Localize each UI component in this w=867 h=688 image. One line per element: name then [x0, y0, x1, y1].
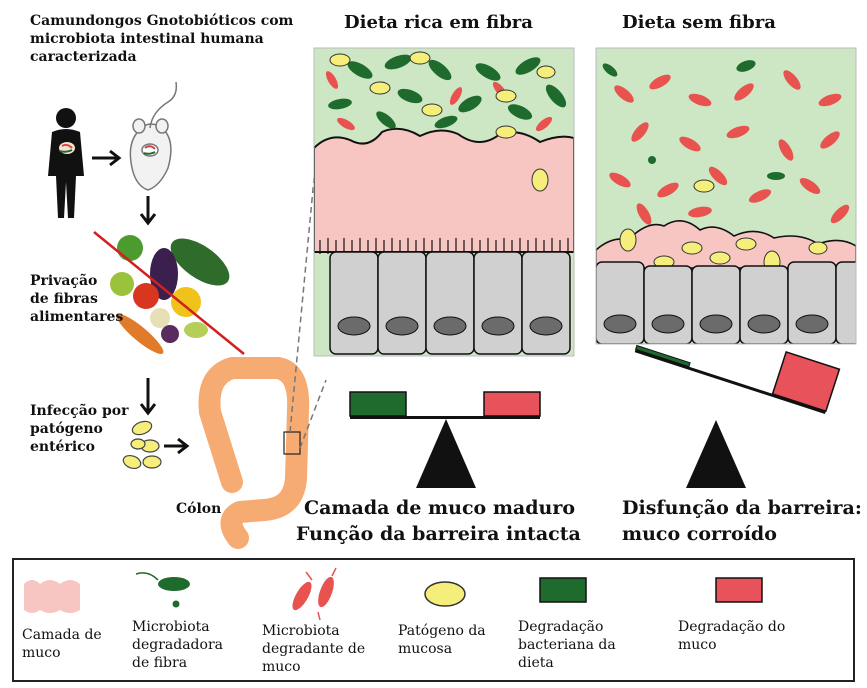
mouse-icon — [130, 82, 176, 190]
panel-title-fiber-rich: Dieta rica em fibra — [344, 12, 533, 34]
arrow-right-icon — [92, 151, 119, 165]
legend-label-pathogen: Patógeno da mucosa — [398, 622, 498, 658]
infection-label: Infecção por patógeno entérico — [30, 402, 140, 456]
caption-fiber-rich-2: Função da barreira intacta — [296, 522, 581, 546]
legend-label-green-box: Degradação bacteriana da dieta — [518, 618, 638, 672]
legend-label-fiber-bacteria: Microbiota degradadora de fibra — [132, 618, 242, 672]
arrow-down-icon — [141, 378, 155, 413]
panel-title-no-fiber: Dieta sem fibra — [622, 12, 776, 34]
colon-icon — [209, 368, 298, 538]
caption-fiber-rich-1: Camada de muco maduro — [304, 496, 575, 520]
legend-label-mucus: Camada de muco — [22, 626, 102, 662]
legend-label-red-box: Degradação do muco — [678, 618, 808, 654]
arrow-right-icon — [164, 439, 187, 453]
legend-label-mucus-bacteria: Microbiota degradante de muco — [262, 622, 372, 676]
colon-label: Cólon — [176, 500, 221, 518]
caption-no-fiber-2: muco corroído — [622, 522, 777, 546]
balance-intact — [350, 392, 540, 488]
caption-no-fiber-1: Disfunção da barreira: — [622, 496, 862, 520]
human-icon — [48, 108, 84, 218]
panel-fiber-rich — [314, 48, 574, 356]
panel-no-fiber — [596, 48, 866, 344]
arrow-down-icon — [141, 196, 155, 223]
fiber-deprivation-label: Privação de fibras alimentares — [30, 272, 120, 326]
mice-title: Camundongos Gnotobióticos com microbiota… — [30, 12, 310, 66]
